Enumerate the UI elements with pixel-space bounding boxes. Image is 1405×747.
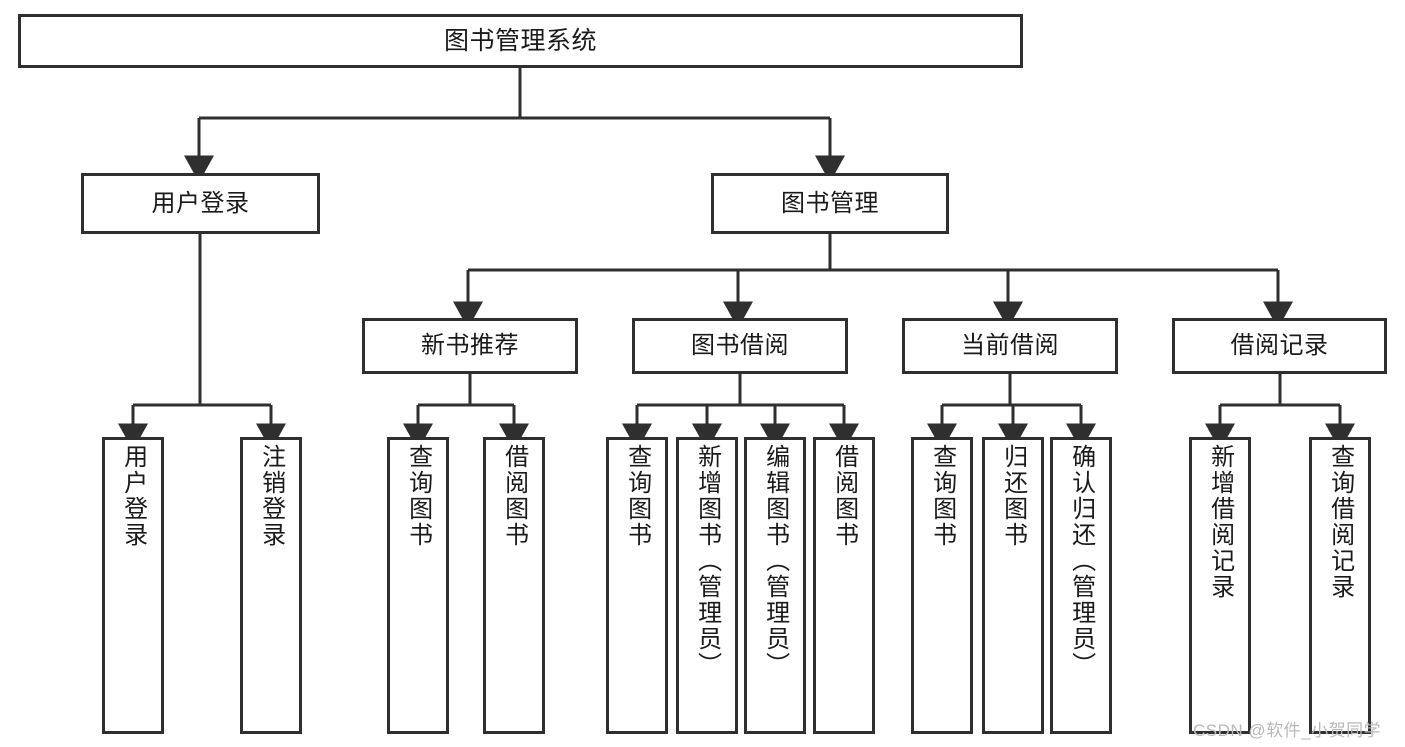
node-leaf-confirm-return[interactable]: 确认归还（管理员）	[1050, 437, 1112, 734]
connectors-level2-to-level3	[453, 234, 1293, 329]
node-book-manage[interactable]: 图书管理	[711, 173, 949, 234]
node-label: 当前借阅	[961, 332, 1059, 360]
node-label: 查询图书	[623, 444, 651, 548]
node-leaf-add-book[interactable]: 新增图书（管理员）	[676, 437, 738, 734]
node-borrow-record[interactable]: 借阅记录	[1172, 318, 1387, 374]
node-label: 图书管理系统	[443, 26, 597, 55]
node-leaf-query-book-2[interactable]: 查询图书	[606, 437, 668, 734]
connectors-root-to-level2	[184, 68, 845, 183]
connectors-book-borrow-to-leaves	[622, 374, 859, 451]
node-root-system[interactable]: 图书管理系统	[18, 14, 1023, 68]
node-leaf-user-logout[interactable]: 注销登录	[240, 437, 302, 734]
node-label: 注销登录	[257, 444, 285, 548]
node-leaf-add-record[interactable]: 新增借阅记录	[1189, 437, 1251, 734]
connectors-user-login-to-leaves	[118, 234, 286, 451]
node-label: 借阅图书	[500, 444, 528, 548]
node-leaf-borrow-book-1[interactable]: 借阅图书	[483, 437, 545, 734]
node-leaf-edit-book[interactable]: 编辑图书（管理员）	[744, 437, 806, 734]
node-new-book-recommend[interactable]: 新书推荐	[362, 318, 578, 374]
node-label: 图书管理	[781, 189, 879, 217]
node-label: 新增借阅记录	[1206, 444, 1234, 600]
watermark: CSDN @软件_小贺同学	[1193, 721, 1382, 740]
connectors-new-book-recommend-to-leaves	[403, 374, 529, 451]
node-leaf-query-book-3[interactable]: 查询图书	[911, 437, 973, 734]
node-label: 查询图书	[928, 444, 956, 548]
node-leaf-borrow-book-2[interactable]: 借阅图书	[813, 437, 875, 734]
node-label: 新增图书（管理员）	[693, 444, 721, 678]
node-label: 编辑图书（管理员）	[761, 444, 789, 678]
node-leaf-return-book[interactable]: 归还图书	[982, 437, 1044, 734]
node-label: 用户登录	[119, 444, 147, 548]
node-current-borrow[interactable]: 当前借阅	[902, 318, 1118, 374]
node-label: 借阅记录	[1230, 332, 1329, 360]
node-leaf-query-record[interactable]: 查询借阅记录	[1309, 437, 1371, 734]
node-label: 确认归还（管理员）	[1067, 444, 1095, 678]
node-label: 新书推荐	[421, 332, 519, 360]
node-label: 图书借阅	[691, 332, 789, 360]
node-label: 查询借阅记录	[1326, 444, 1354, 600]
node-label: 用户登录	[151, 189, 250, 217]
node-label: 借阅图书	[830, 444, 858, 548]
node-leaf-user-login[interactable]: 用户登录	[102, 437, 164, 734]
connectors-current-borrow-to-leaves	[927, 374, 1096, 451]
node-label: 归还图书	[999, 444, 1027, 548]
node-book-borrow[interactable]: 图书借阅	[632, 318, 848, 374]
node-label: 查询图书	[404, 444, 432, 548]
node-leaf-query-book-1[interactable]: 查询图书	[387, 437, 449, 734]
node-user-login[interactable]: 用户登录	[81, 173, 320, 234]
connectors-borrow-record-to-leaves	[1205, 374, 1355, 451]
